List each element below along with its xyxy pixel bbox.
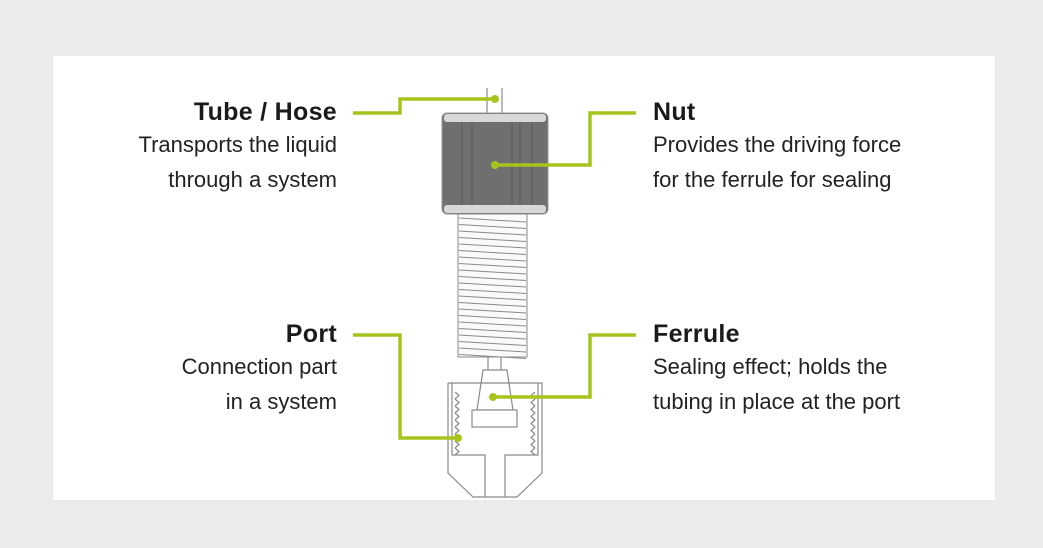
tube-desc-2: through a system bbox=[168, 167, 337, 192]
thread-drawing bbox=[457, 213, 528, 359]
nut-title: Nut bbox=[653, 98, 696, 126]
tube-label: Tube / Hose Transports the liquid throug… bbox=[138, 97, 337, 197]
tube-desc-1: Transports the liquid bbox=[138, 132, 337, 157]
nut-leader bbox=[495, 111, 636, 167]
port-title: Port bbox=[285, 320, 337, 348]
leader-lines bbox=[353, 97, 636, 440]
nut-label: Nut Provides the driving force for the f… bbox=[653, 97, 901, 197]
ferrule-desc-2: tubing in place at the port bbox=[653, 389, 901, 414]
leader-dots bbox=[454, 95, 499, 442]
ferrule-title: Ferrule bbox=[653, 320, 740, 348]
tube-title: Tube / Hose bbox=[193, 98, 337, 126]
tube-drawing bbox=[486, 88, 503, 375]
nut-desc-1: Provides the driving force bbox=[653, 132, 902, 157]
tube-leader bbox=[353, 97, 495, 115]
ferrule-leader bbox=[493, 333, 636, 399]
port-desc-2: in a system bbox=[225, 389, 337, 414]
port-label: Port Connection part in a system bbox=[182, 319, 337, 419]
port-leader bbox=[353, 333, 458, 440]
ferrule-desc-1: Sealing effect; holds the bbox=[653, 354, 888, 379]
nut-desc-2: for the ferrule for sealing bbox=[653, 167, 892, 192]
port-desc-1: Connection part bbox=[181, 354, 337, 379]
ferrule-drawing bbox=[471, 369, 518, 428]
ferrule-label: Ferrule Sealing effect; holds the tubing… bbox=[653, 319, 900, 419]
